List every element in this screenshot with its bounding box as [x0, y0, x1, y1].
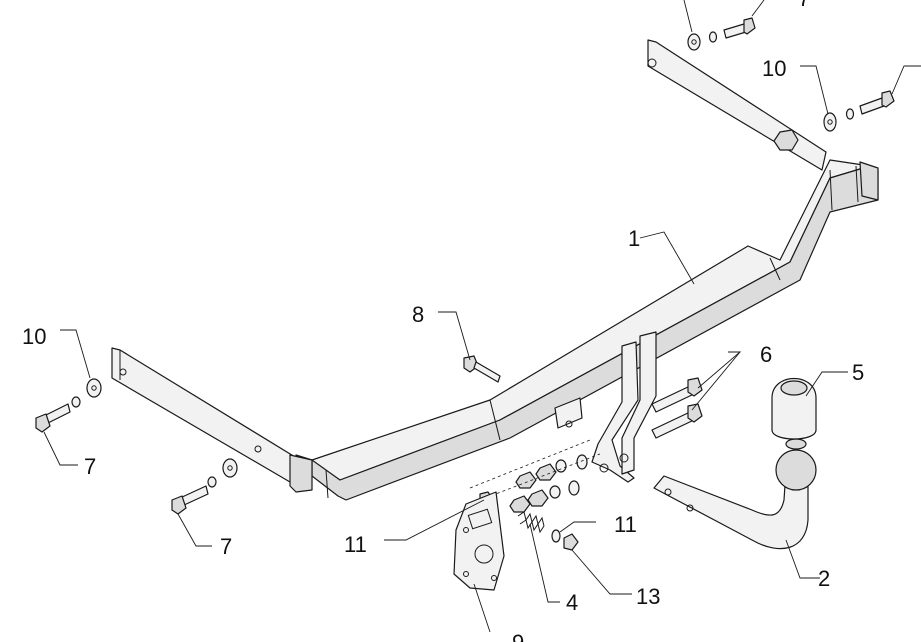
callout-1: 1 [628, 226, 640, 251]
nut-right-bracket [773, 129, 799, 151]
spring-4 [517, 511, 545, 534]
callout-13: 13 [636, 584, 660, 609]
callout-4: 4 [566, 590, 578, 615]
drop-bracket [591, 341, 639, 483]
bolt-8 [463, 355, 501, 383]
spring-washer-left-lower [207, 476, 217, 488]
left-mounting-bracket [111, 347, 301, 487]
tow-ball-neck [653, 438, 817, 550]
top-fastener-set [687, 17, 895, 151]
callout-6: 6 [760, 342, 772, 367]
washer-nut-13 [551, 529, 579, 551]
washer-left-lower [222, 458, 238, 478]
tow-ball-cap [771, 377, 817, 440]
drop-bracket-rear [621, 331, 657, 475]
spring-washer-left [71, 396, 81, 408]
washer-10-right [823, 112, 837, 132]
callout-10-left: 10 [22, 324, 46, 349]
callout-5: 5 [852, 360, 864, 385]
callout-8: 8 [412, 302, 424, 327]
bolt-top [723, 23, 747, 39]
bolt-right [859, 97, 885, 115]
callout-7-left-lower: 7 [220, 534, 232, 559]
bolts-6 [651, 377, 703, 439]
washer-top [687, 33, 701, 51]
crossbar-beam [111, 39, 879, 501]
left-fastener-set [35, 378, 238, 515]
callout-7-left-upper: 7 [84, 454, 96, 479]
right-end-cap [859, 161, 879, 201]
callout-7-top: 7 [798, 0, 810, 11]
leader-lines [43, 0, 921, 633]
spring-washer-right [845, 108, 855, 120]
right-mounting-bracket [647, 39, 827, 171]
callout-11-left: 11 [344, 532, 367, 557]
callout-9: 9 [512, 630, 524, 642]
left-end-cap [289, 454, 313, 493]
socket-plate [453, 491, 505, 591]
callout-11-right: 11 [614, 512, 637, 537]
spring-washer-top [708, 31, 718, 43]
callout-2: 2 [818, 566, 830, 591]
washer-10-left [86, 378, 102, 398]
callout-10-right: 10 [762, 56, 786, 81]
bar-tab [554, 397, 583, 429]
nut-washer-group [469, 439, 601, 513]
